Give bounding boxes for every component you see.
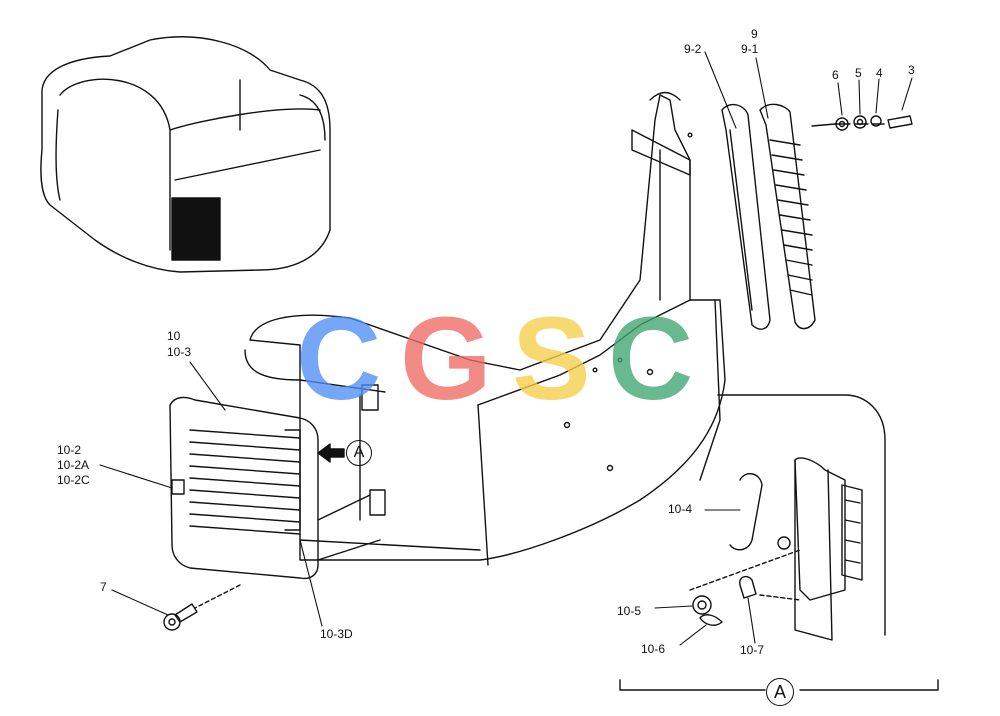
watermark-letter-2: G: [400, 293, 492, 425]
side-cover-10: [169, 396, 381, 580]
label-10-2C: 10-2C: [57, 473, 90, 487]
cover-body: [244, 91, 726, 566]
bolt-7: [163, 584, 241, 631]
leader-lines: [99, 51, 913, 646]
label-10-4: 10-4: [668, 502, 693, 516]
grille-assembly-9: [721, 103, 913, 330]
label-10-3D: 10-3D: [320, 627, 353, 641]
detail-marker-a: A: [766, 678, 794, 706]
label-4: 4: [876, 66, 883, 80]
label-10-3: 10-3: [167, 345, 192, 359]
view-arrow: [317, 443, 345, 463]
label-9-1: 9-1: [741, 42, 759, 56]
label-9-2: 9-2: [684, 42, 702, 56]
label-10-2: 10-2: [57, 443, 82, 457]
label-7: 7: [100, 580, 107, 594]
label-10-7: 10-7: [740, 643, 765, 657]
watermark-letter-1: C: [296, 293, 382, 425]
view-marker-a: A: [346, 440, 372, 466]
detail-a-view: [619, 394, 939, 691]
label-3: 3: [908, 63, 915, 77]
label-5: 5: [855, 66, 862, 80]
watermark-letter-4: C: [608, 293, 694, 425]
machine-overview-inset: [40, 36, 331, 273]
label-10-2A: 10-2A: [57, 458, 90, 472]
watermark-letter-3: S: [512, 293, 591, 425]
label-10: 10: [167, 329, 181, 343]
label-10-6: 10-6: [641, 642, 666, 656]
label-10-5: 10-5: [617, 604, 642, 618]
engine-cover-highlight: [171, 197, 221, 261]
label-9: 9: [751, 27, 758, 41]
label-6: 6: [832, 68, 839, 82]
